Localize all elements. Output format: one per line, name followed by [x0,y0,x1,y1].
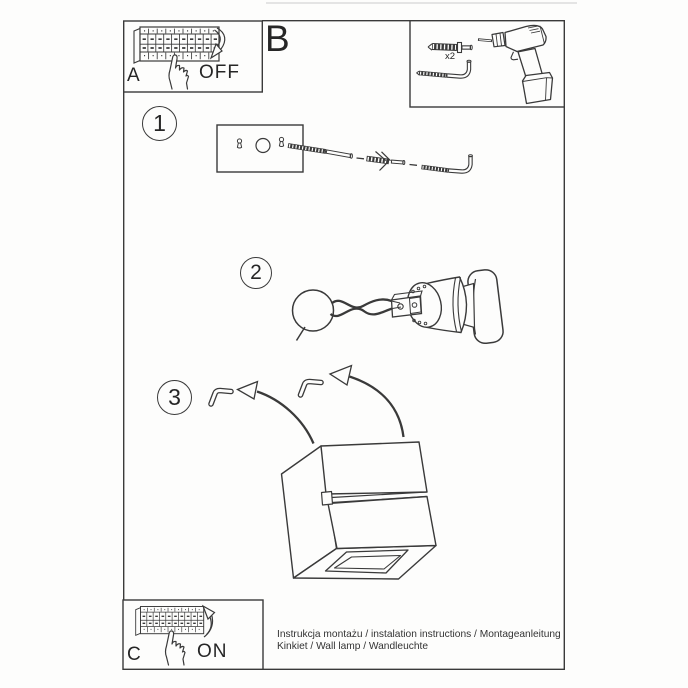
step-1-number: 1 [142,106,177,141]
cube-lamp-icon [280,441,437,580]
curved-arrow-down-icon [209,27,226,60]
keyhole-slots [236,136,285,154]
step-2-number: 2 [240,257,272,289]
wire-loop-icon [291,289,335,332]
anchor-quantity-label: x2 [445,51,456,62]
footer-captions: Instrukcja montażu / instalation instruc… [277,629,561,652]
mounted-hook-icon [208,387,234,407]
screw-icon [287,143,353,159]
section-b-label: B [265,18,290,59]
lamp-socket-icon [390,269,504,345]
box-a-label: A [127,65,140,86]
wall-plug-icon [366,151,406,171]
hang-arrow-left-icon [236,380,315,444]
wires-icon [329,298,402,318]
power-off-label: OFF [199,62,240,83]
curved-arrow-up-icon [201,604,216,638]
wall-plug-icon [427,41,473,54]
mounting-plate-icon [216,124,304,173]
hook-screw-icon [421,154,473,174]
dash-line [409,163,418,166]
footer-line-2: Kinkiet / Wall lamp / Wandleuchte [277,640,428,652]
hook-screw-icon [416,59,472,79]
power-on-label: ON [197,641,228,662]
step-3-number: 3 [157,380,192,415]
lamp-slit-clip [320,490,334,506]
step2-illustration [291,269,504,345]
drill-icon [477,24,554,105]
lamp-light-slit [331,491,427,504]
step1-illustration [216,124,473,174]
hang-arrow-right-icon [328,364,405,438]
box-c-label: C [127,644,141,665]
footer-line-1: Instrukcja montażu / instalation instruc… [277,629,561,640]
parts-and-tools-illustration [416,24,554,105]
power-off-illustration [133,26,226,90]
power-on-illustration [135,604,216,666]
mounted-hook-icon [297,378,324,398]
terminal-block-icon [390,295,423,318]
dash-line [356,157,365,160]
step3-illustration [208,364,437,580]
